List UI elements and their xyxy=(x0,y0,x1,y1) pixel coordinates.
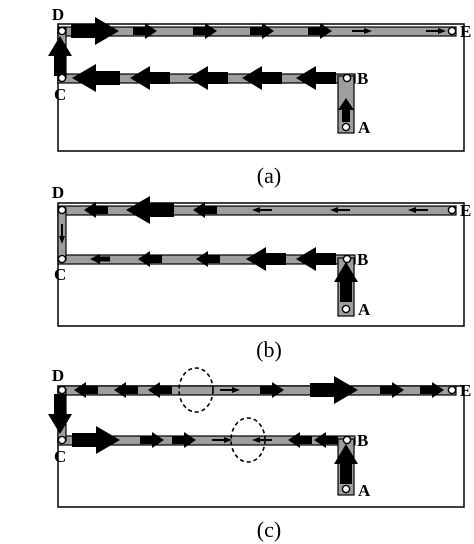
panel-b-label-b: B xyxy=(357,250,368,269)
panel-c-label-e: E xyxy=(460,381,471,400)
panel-c-node-c xyxy=(57,435,67,445)
panel-c-node-d xyxy=(57,385,67,395)
panel-a-frame xyxy=(57,23,465,152)
panel-b-node-e xyxy=(447,205,457,215)
panel-a-label-c: C xyxy=(54,85,66,104)
panel-c-caption: (c) xyxy=(257,517,281,542)
panel-c-label-b: B xyxy=(357,431,368,450)
panel-a-node-e xyxy=(447,26,457,36)
panel-b-node-c xyxy=(57,254,67,264)
panel-a-flow-bc xyxy=(72,64,336,92)
panel-c-frame xyxy=(57,385,465,508)
panel-b-label-e: E xyxy=(460,201,471,220)
panel-b-label-d: D xyxy=(52,183,64,202)
panel-c-label-a: A xyxy=(358,481,371,500)
panel-a-node-b xyxy=(342,73,352,83)
panel-c-node-e xyxy=(447,385,457,395)
panel-c-flow-dc xyxy=(48,394,72,434)
panel-b-caption: (b) xyxy=(256,337,282,362)
panel-b-node-b xyxy=(342,254,352,264)
panel-c-node-b xyxy=(342,435,352,445)
panel-a-node-a xyxy=(341,122,351,132)
panel-b-node-a xyxy=(341,304,351,314)
panel-c-node-a xyxy=(341,484,351,494)
panel-a-label-d: D xyxy=(52,5,64,24)
panel-c-label-d: D xyxy=(52,366,64,385)
panel-a-label-b: B xyxy=(357,69,368,88)
panel-a: D E C B A (a) xyxy=(48,5,471,188)
panel-a-flow-cd xyxy=(48,36,72,76)
panel-b-label-a: A xyxy=(358,300,371,319)
panel-a-node-c xyxy=(57,73,67,83)
panel-c: D E C B A (c) xyxy=(48,366,471,542)
panel-a-label-a: A xyxy=(358,118,371,137)
panel-b-node-d xyxy=(57,205,67,215)
panel-a-label-e: E xyxy=(460,22,471,41)
panel-a-caption: (a) xyxy=(257,163,281,188)
panel-b: D E C B A (b) xyxy=(52,183,471,362)
panel-c-label-c: C xyxy=(54,447,66,466)
panel-b-label-c: C xyxy=(54,265,66,284)
panel-a-node-d xyxy=(57,26,67,36)
panel-c-stagnation-ellipse-upper xyxy=(178,367,214,413)
